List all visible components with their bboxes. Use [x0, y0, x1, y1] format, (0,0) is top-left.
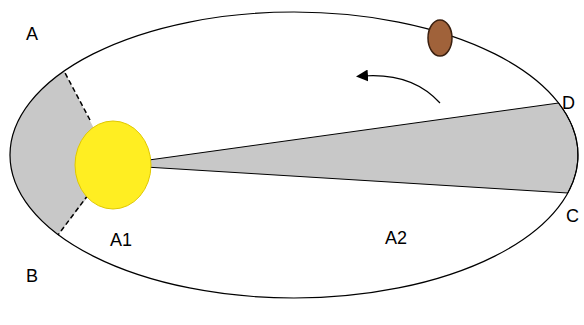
orbit-ellipse	[10, 12, 578, 298]
planet	[428, 20, 452, 56]
point-label: A	[26, 24, 38, 44]
point-label: A2	[385, 228, 407, 248]
swept-area-a2	[113, 103, 578, 193]
point-label: C	[566, 206, 579, 226]
point-label: A1	[110, 230, 132, 250]
point-label: D	[562, 93, 575, 113]
radius-line	[58, 195, 88, 235]
point-label: B	[26, 266, 38, 286]
radius-line	[64, 71, 90, 120]
motion-arrow	[362, 76, 440, 103]
sun	[75, 121, 151, 209]
